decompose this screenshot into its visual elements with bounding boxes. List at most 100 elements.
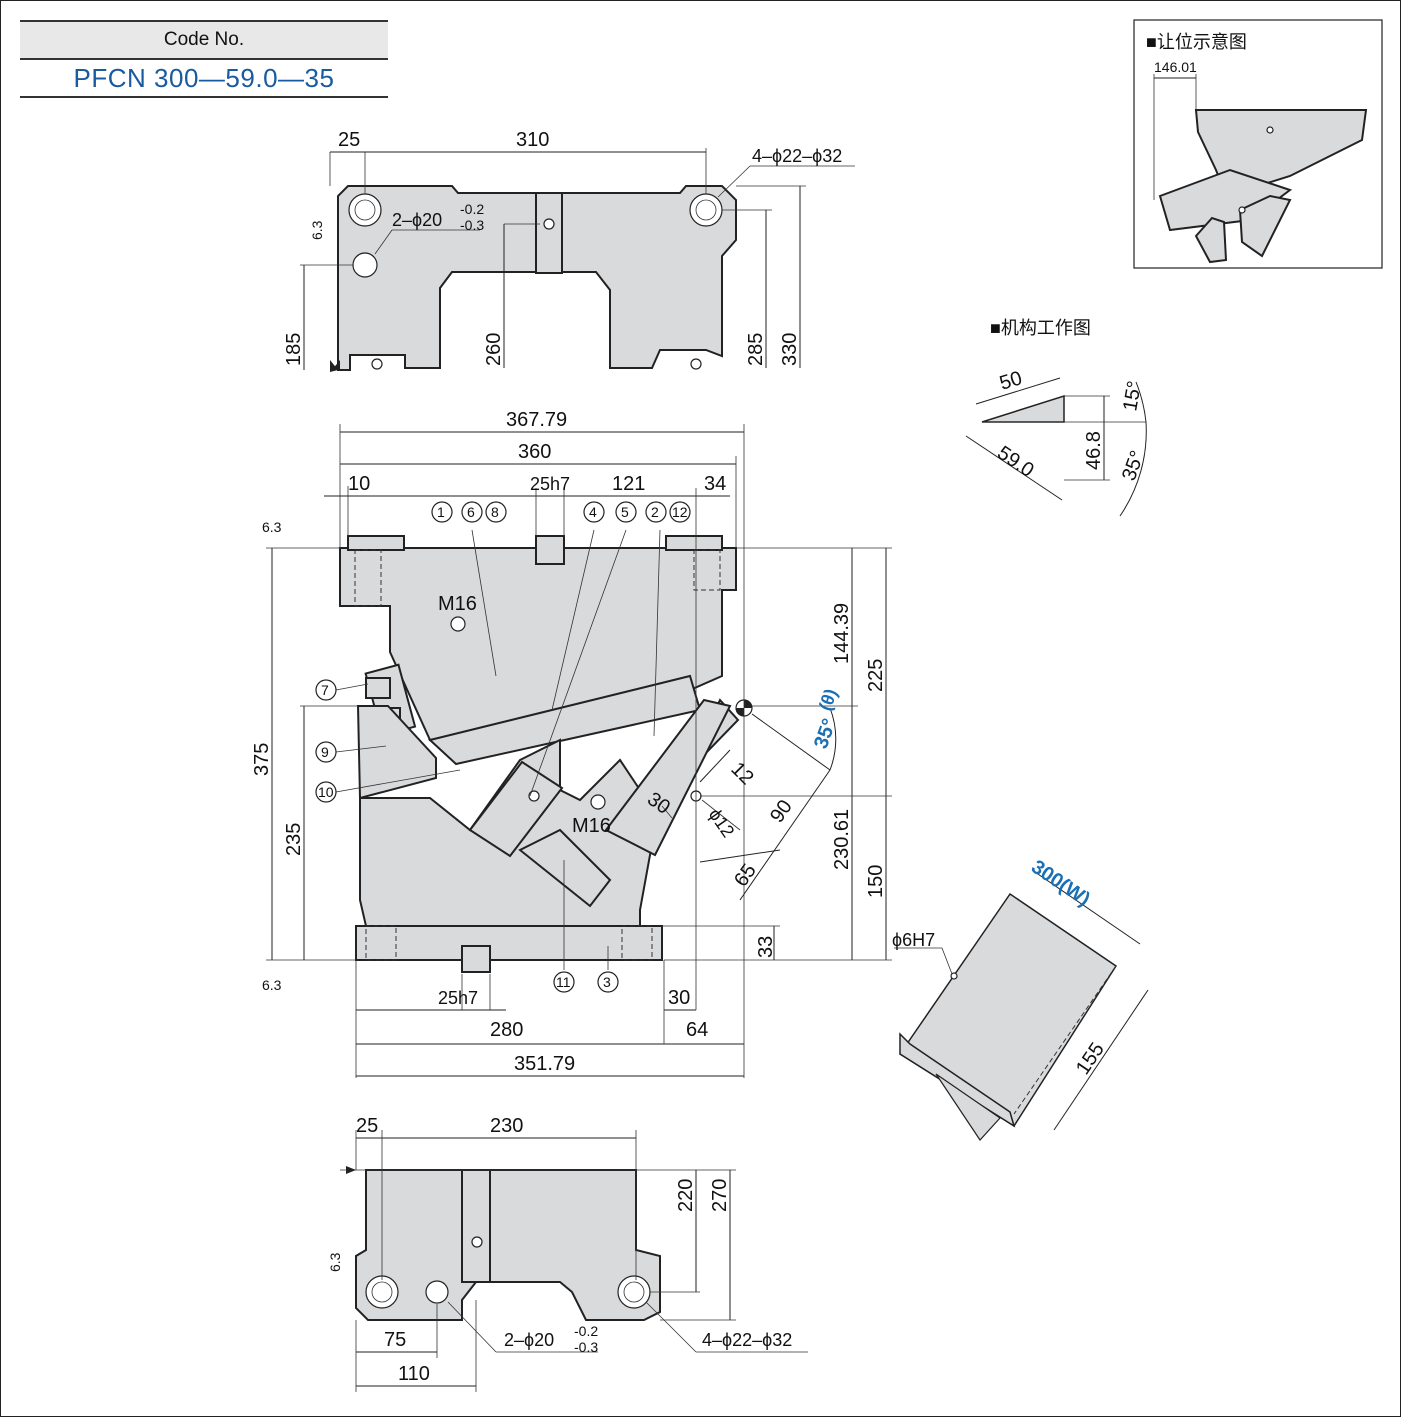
dim-pins: 2–ϕ20 xyxy=(504,1330,554,1350)
code-value: PFCN 300—59.0—35 xyxy=(20,60,388,98)
bottom-view-hole-icon xyxy=(617,1275,651,1309)
dim-65: 65 xyxy=(730,860,761,891)
bottom-view-pin-icon xyxy=(425,1280,449,1304)
dim-155: 155 xyxy=(1072,1039,1109,1079)
tol-lower: -0.3 xyxy=(574,1339,598,1355)
top-view-body xyxy=(337,185,737,371)
top-view-screw-icon xyxy=(543,218,555,230)
dim-310: 310 xyxy=(516,129,549,151)
dim-270: 270 xyxy=(709,1179,731,1212)
roughness-mark: 6.3 xyxy=(262,519,282,535)
dim-351: 351.79 xyxy=(514,1053,575,1075)
mechanism-diagram: ■机构工作图 50 59.0 46.8 15° 35° xyxy=(965,318,1149,517)
dim-230: 230 xyxy=(490,1115,523,1137)
dim-300w: 300(W) xyxy=(1027,856,1094,911)
roughness-mark: 6.3 xyxy=(327,1252,343,1272)
angle-15: 15° xyxy=(1119,379,1146,413)
clearance-inset: ■让位示意图 146.01 xyxy=(1133,19,1383,269)
dim-pins: 2–ϕ20 xyxy=(392,210,442,230)
balloon-7: 7 xyxy=(321,682,329,698)
top-view-hole-icon xyxy=(348,193,382,227)
dim-holes: 4–ϕ22–ϕ32 xyxy=(702,1330,792,1350)
upper-clamp-right xyxy=(665,535,723,551)
dim-144: 144.39 xyxy=(831,603,853,664)
dim-285: 285 xyxy=(745,333,767,366)
top-view-hole-icon xyxy=(689,193,723,227)
dim-25h7-lower: 25h7 xyxy=(438,988,478,1008)
tol-lower: -0.3 xyxy=(460,217,484,233)
balloon-4: 4 xyxy=(589,504,597,520)
lower-holder xyxy=(356,705,437,800)
dim-75: 75 xyxy=(384,1329,406,1351)
roughness-mark: 6.3 xyxy=(262,977,282,993)
top-view-key xyxy=(535,192,563,274)
base-plate xyxy=(355,925,663,961)
base-key xyxy=(461,945,491,973)
dim-phi12: ϕ12 xyxy=(705,805,739,841)
dim-280: 280 xyxy=(490,1019,523,1041)
dim-12: 12 xyxy=(726,758,757,789)
cam-driver xyxy=(604,698,732,857)
dim-90: 90 xyxy=(766,796,797,827)
dim-220: 220 xyxy=(675,1179,697,1212)
dim-121: 121 xyxy=(612,473,645,495)
balloon-3: 3 xyxy=(603,974,611,990)
dim-64: 64 xyxy=(686,1019,708,1041)
dim-235: 235 xyxy=(283,823,305,856)
roughness-mark: 6.3 xyxy=(309,220,325,240)
balloon-1: 1 xyxy=(437,504,445,520)
m16-hole-icon xyxy=(450,616,466,632)
m16-hole-icon xyxy=(590,794,606,810)
dim-25: 25 xyxy=(338,129,360,151)
bottom-view-hole-icon xyxy=(365,1275,399,1309)
dim-59: 59.0 xyxy=(993,442,1038,482)
angle-35: 35° xyxy=(810,716,841,752)
dim-330: 330 xyxy=(779,333,801,366)
dim-30: 30 xyxy=(668,987,690,1009)
dim-110: 110 xyxy=(398,1363,430,1385)
dim-185: 185 xyxy=(283,333,305,366)
label-m16-lower: M16 xyxy=(572,815,611,837)
dim-150: 150 xyxy=(865,865,887,898)
clearance-title: ■让位示意图 xyxy=(1146,32,1247,52)
balloon-2: 2 xyxy=(651,504,659,520)
dim-260: 260 xyxy=(483,333,505,366)
pin-hole-icon xyxy=(950,972,958,980)
front-view: 1 6 8 4 5 2 12 7 9 10 11 3 367.79 360 10… xyxy=(251,409,892,1078)
code-number-box: Code No. PFCN 300—59.0—35 xyxy=(20,20,388,98)
dim-146: 146.01 xyxy=(1154,59,1197,75)
bottom-view-key xyxy=(461,1169,491,1283)
dim-225: 225 xyxy=(865,659,887,692)
dim-360: 360 xyxy=(518,441,551,463)
label-m16-upper: M16 xyxy=(438,593,477,615)
balloon-12: 12 xyxy=(672,504,688,520)
top-view: 25 310 4–ϕ22–ϕ32 2–ϕ20 -0.2 -0.3 6.3 185… xyxy=(283,129,855,372)
balloon-5: 5 xyxy=(621,504,629,520)
dim-holes: 4–ϕ22–ϕ32 xyxy=(752,146,842,166)
slider-11 xyxy=(468,760,564,858)
tol-upper: -0.2 xyxy=(574,1323,598,1339)
dim-375: 375 xyxy=(251,743,273,776)
tol-upper: -0.2 xyxy=(460,201,484,217)
isometric-view: 300(W) ϕ6H7 155 xyxy=(892,856,1149,1141)
angle-theta: (θ) xyxy=(815,686,841,713)
dim-34: 34 xyxy=(704,473,726,495)
top-view-pin-icon xyxy=(352,252,378,278)
bottom-view: 25 230 220 270 75 110 2–ϕ20 -0.2 -0.3 4–… xyxy=(327,1115,808,1392)
upper-clamp-left xyxy=(347,535,405,551)
upper-key xyxy=(535,535,565,565)
dim-367: 367.79 xyxy=(506,409,567,431)
balloon-8: 8 xyxy=(491,504,499,520)
balloon-6: 6 xyxy=(467,504,475,520)
dim-46: 46.8 xyxy=(1083,431,1105,470)
dim-25h7: 25h7 xyxy=(530,474,570,494)
dim-10: 10 xyxy=(348,473,370,495)
code-header: Code No. xyxy=(20,20,388,60)
mechanism-title: ■机构工作图 xyxy=(990,318,1091,338)
dim-33: 33 xyxy=(755,936,777,958)
bottom-view-body xyxy=(355,1169,661,1321)
balloon-10: 10 xyxy=(318,784,334,800)
balloon-11: 11 xyxy=(556,974,571,990)
dim-230: 230.61 xyxy=(831,809,853,870)
